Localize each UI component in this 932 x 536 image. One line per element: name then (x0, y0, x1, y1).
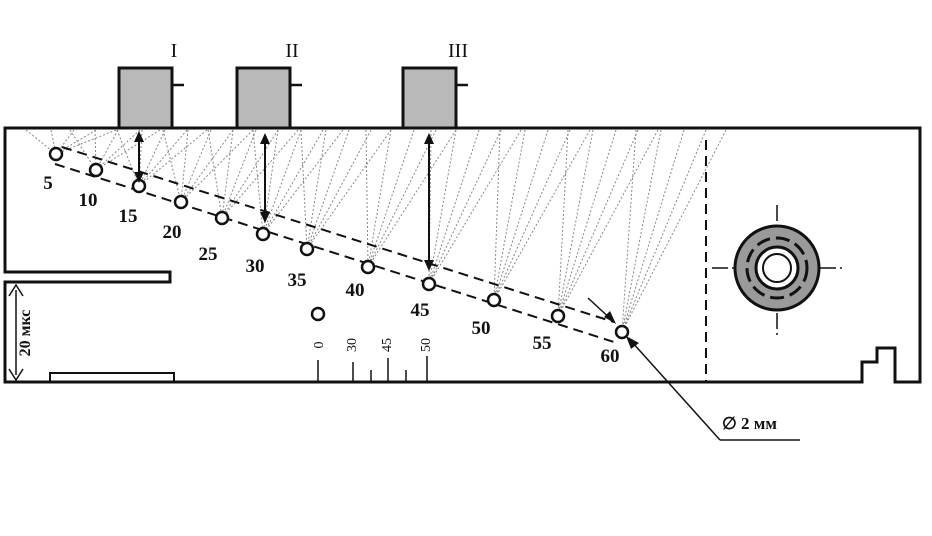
beam-ray (557, 129, 659, 317)
tip-dimension: 20 мкс (8, 283, 34, 382)
beam-ray (221, 129, 299, 219)
beam-ray (367, 129, 437, 268)
beam-ray (262, 129, 324, 235)
beam-ray (138, 129, 208, 187)
beam-ray (252, 129, 264, 235)
probe-label: III (448, 40, 468, 62)
beam-ray (493, 129, 526, 301)
hole-label: 10 (79, 190, 98, 211)
distance-arrows (134, 131, 434, 271)
beam-ray (262, 129, 279, 235)
beam-ray (557, 129, 639, 317)
scale-tick-label: 50 (419, 338, 434, 352)
beam-ray (180, 129, 189, 203)
beam-ray (180, 129, 254, 203)
probe-label: I (171, 40, 178, 62)
hole-label: 15 (119, 206, 138, 227)
beam-ray (300, 129, 308, 250)
beam-ray (428, 129, 522, 285)
beam-ray (207, 129, 223, 219)
hole-band (54, 146, 615, 343)
probe-label: II (285, 40, 298, 62)
hole (299, 241, 315, 257)
hole-label: 30 (246, 256, 265, 277)
beam-ray (306, 129, 372, 250)
beam-ray (621, 129, 662, 333)
beam-ray (621, 129, 707, 333)
beam-ray (306, 129, 392, 250)
beam-ray (428, 129, 480, 285)
hole-label: 60 (601, 346, 620, 367)
scale-tick-label: 0 (312, 342, 327, 349)
probe: II (235, 40, 302, 130)
hole (88, 162, 104, 178)
hole (421, 276, 437, 292)
hole (173, 194, 189, 210)
scale-tick-label: 45 (380, 338, 395, 352)
beam-ray (367, 129, 392, 268)
hole (360, 259, 376, 275)
hole-label: 35 (288, 270, 307, 291)
beam-ray (367, 129, 457, 268)
beam-ray (95, 129, 161, 171)
beam-ray (557, 129, 617, 317)
hole-label: 45 (411, 300, 430, 321)
beam-ray (493, 129, 571, 301)
scale-tick-label: 30 (345, 338, 360, 352)
test-block-outline (3, 126, 922, 384)
hole (614, 324, 630, 340)
probe: III (401, 40, 468, 130)
hole-label: 20 (163, 222, 182, 243)
beam-ray (95, 129, 141, 171)
diameter-label: ∅ 2 мм (722, 414, 777, 433)
beam-ray (138, 129, 188, 187)
diameter-leader: ∅ 2 мм (587, 297, 800, 441)
beam-ray (55, 129, 117, 155)
hole-label: 55 (533, 333, 552, 354)
beam-ray (557, 129, 594, 317)
hole (550, 308, 566, 324)
beam-ray (621, 129, 727, 333)
hole (48, 146, 64, 162)
beam-ray (365, 129, 369, 268)
beam-ray (621, 129, 637, 333)
beam-ray (306, 129, 327, 250)
hole-label: 5 (43, 173, 53, 194)
reference-hole (310, 306, 326, 322)
beam-ray (262, 129, 344, 235)
beam-ray (221, 129, 234, 219)
circular-target (712, 205, 842, 335)
hole (486, 292, 502, 308)
beam-ray (428, 129, 502, 285)
tip-label: 20 мкс (17, 310, 34, 357)
hole-label: 25 (199, 244, 218, 265)
angle-scale: 0 30 45 50 (312, 338, 434, 382)
beam-ray (162, 129, 182, 203)
probe: I (117, 40, 184, 130)
beam-ray (621, 129, 685, 333)
beam-ray (493, 129, 501, 301)
beam-ray (367, 129, 415, 268)
beam-rays (25, 129, 727, 333)
bottom-slot (49, 372, 175, 383)
beam-ray (180, 129, 212, 203)
hole-label: 50 (472, 318, 491, 339)
beam-ray (262, 129, 302, 235)
beam-ray (180, 129, 234, 203)
hole-label: 40 (346, 280, 365, 301)
beam-ray (493, 129, 591, 301)
beam-ray (221, 129, 279, 219)
holes: 5 10 15 20 25 30 35 40 45 50 55 60 (43, 146, 630, 367)
hole (255, 226, 271, 242)
beam-ray (306, 129, 350, 250)
beam-ray (493, 129, 549, 301)
hole (214, 210, 230, 226)
beam-ray (557, 129, 569, 317)
